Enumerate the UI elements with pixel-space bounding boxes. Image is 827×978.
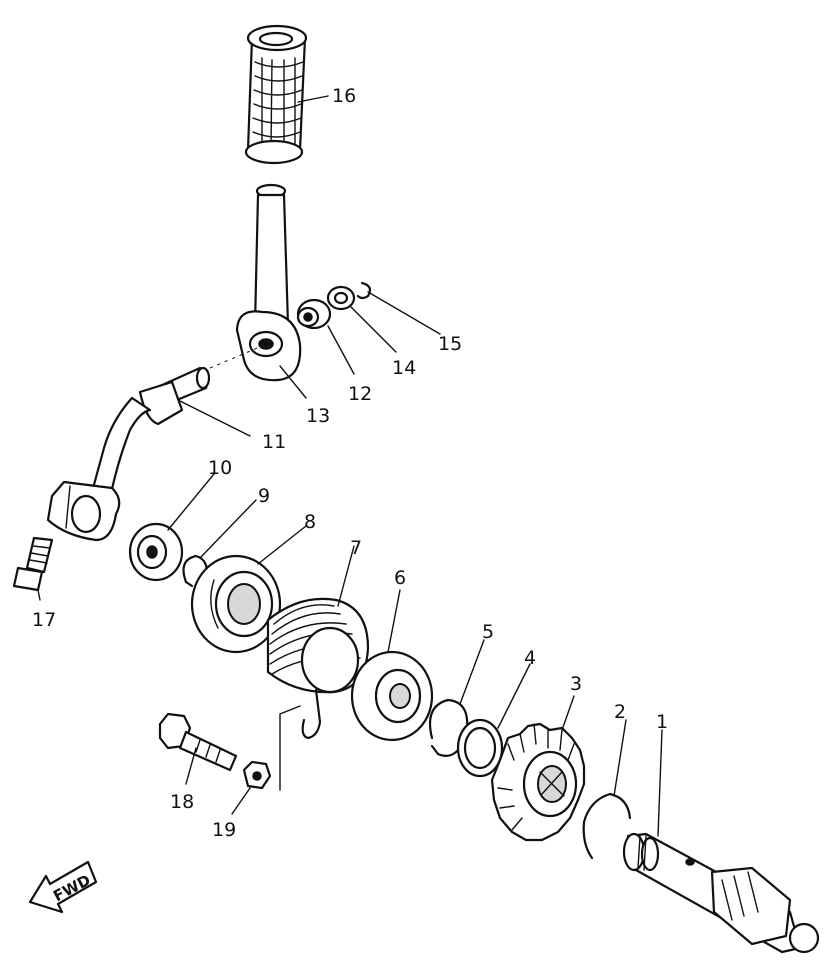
part-2-clip	[582, 792, 632, 860]
callout-1: 1	[656, 711, 668, 733]
callout-7: 7	[350, 537, 362, 559]
part-15-circlip	[356, 281, 372, 300]
leader-lines	[37, 95, 663, 837]
assembly-axis	[209, 345, 263, 369]
callout-17: 17	[32, 609, 56, 631]
part-14-washer	[326, 285, 356, 311]
callout-12: 12	[348, 383, 372, 405]
callout-labels: 1 2 3 4 5 6 7 8 9 10 11 12 13 14 15 16 1…	[32, 85, 668, 841]
part-11-crank	[46, 366, 211, 542]
part-1-axle	[622, 832, 820, 954]
fwd-arrow-icon: FWD	[28, 860, 98, 914]
part-13-kick-arm	[235, 183, 302, 382]
part-18-bolt	[158, 712, 238, 772]
callout-5: 5	[482, 621, 494, 643]
callout-19: 19	[212, 819, 236, 841]
callout-13: 13	[306, 405, 330, 427]
callout-6: 6	[394, 567, 406, 589]
part-8-spring-guide	[190, 554, 282, 654]
part-6-cover	[350, 650, 434, 742]
part-16-grip	[244, 24, 308, 165]
callout-11: 11	[262, 431, 286, 453]
callout-14: 14	[392, 357, 416, 379]
part-19-nut	[242, 760, 272, 790]
part-4-washer	[456, 718, 504, 778]
callout-16: 16	[332, 85, 356, 107]
part-10-bearing	[128, 522, 184, 582]
part-5-clip	[428, 698, 469, 757]
callout-15: 15	[438, 333, 462, 355]
callout-3: 3	[570, 673, 582, 695]
part-7-kick-spring	[266, 597, 370, 791]
callout-8: 8	[304, 511, 316, 533]
part-3-kick-gear	[490, 722, 586, 842]
callout-2: 2	[614, 701, 626, 723]
part-12-bushing	[296, 298, 332, 330]
callout-18: 18	[170, 791, 194, 813]
callout-10: 10	[208, 457, 232, 479]
callout-4: 4	[524, 647, 536, 669]
part-17-bolt	[12, 536, 54, 592]
callout-9: 9	[258, 485, 270, 507]
